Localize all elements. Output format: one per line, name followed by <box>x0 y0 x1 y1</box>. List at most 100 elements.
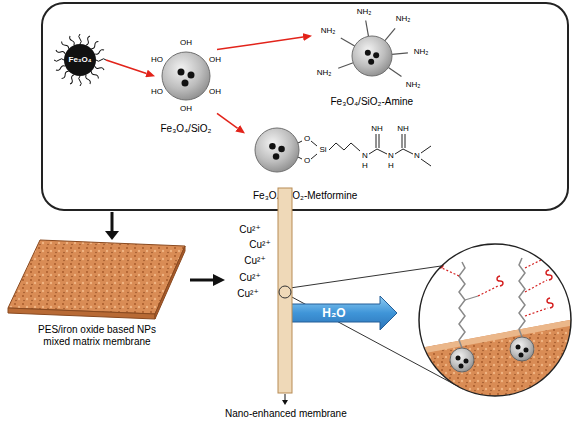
magnetite-particle-shape <box>69 74 75 84</box>
metformin-structure <box>329 143 360 151</box>
zoom-view <box>547 298 553 308</box>
atom-label: NH <box>371 125 383 133</box>
atom-label: N <box>414 152 420 160</box>
hydroxyl-group: OH <box>180 105 192 113</box>
amine-particle: Fe₃O₄/SiO₂-Amine <box>312 4 432 110</box>
amine-chains <box>388 68 401 77</box>
node-label: Nano-enhanced membrane <box>225 408 347 420</box>
amine-group: NH₂ <box>396 15 411 23</box>
magnetite-particle-shape <box>61 70 70 79</box>
amine-particle-shape <box>312 4 432 110</box>
mixed-matrix-membrane-shape <box>8 308 155 319</box>
zoom-view <box>478 286 498 296</box>
ion-label: Cu²⁺ <box>249 240 270 250</box>
silica-coated-particle: Fe₃O₄/SiO₂ <box>155 45 217 136</box>
hydroxyl-group: HO <box>151 88 163 96</box>
mixed-matrix-membrane: PES/iron oxide based NPs mixed matrix me… <box>5 238 190 350</box>
node-label: Fe₃O₄/SiO₂ <box>161 123 212 135</box>
metformin-structure <box>311 141 317 146</box>
metformine-particle-shape <box>255 128 299 172</box>
membrane-cross-section-shape <box>279 286 291 298</box>
metformin-structure <box>395 149 403 154</box>
magnetite-particle-shape <box>90 41 99 50</box>
amine-chains <box>338 63 353 69</box>
metformine-particle: Fe₃O₄/SiO₂-Metformine <box>245 124 445 204</box>
atom-label: Si <box>319 146 326 154</box>
magnetite-particle-shape <box>69 36 75 46</box>
zoom-view <box>510 337 534 361</box>
membrane-cross-section: Nano-enhanced membrane <box>225 188 348 424</box>
ion-label: Cu²⁺ <box>244 256 265 266</box>
magnetite-particle-shape <box>90 70 99 79</box>
zoom-view <box>465 296 478 300</box>
zoom-outline <box>419 244 571 396</box>
hydroxyl-group: OH <box>180 39 192 47</box>
atom-label: N <box>388 152 394 160</box>
amine-group: NH₂ <box>321 27 336 35</box>
metformin-structure <box>421 159 431 166</box>
reaction-arrow <box>217 37 303 49</box>
zoom-view <box>519 258 525 337</box>
process-arrow <box>190 279 213 282</box>
amine-particle-shape <box>352 36 392 76</box>
magnetite-particle-shape <box>79 76 82 86</box>
down-arrow <box>111 212 114 232</box>
metformine-particle-shape <box>269 143 276 150</box>
reaction-arrow <box>217 113 238 128</box>
zoom-view <box>525 280 547 292</box>
zoom-view <box>459 364 464 369</box>
down-arrow <box>105 231 119 240</box>
hydroxyl-group: OH <box>209 56 221 64</box>
magnetite-particle-shape <box>85 36 91 46</box>
metformin-structure <box>298 157 302 159</box>
amine-particle-shape <box>368 59 374 65</box>
metformin-structure <box>376 134 377 148</box>
metformine-particle-shape <box>273 153 280 160</box>
zoom-view <box>456 356 461 361</box>
magnetite-particle-shape <box>56 65 66 71</box>
metformin-structure <box>377 149 387 154</box>
zoom-view <box>450 348 474 372</box>
zoom-view <box>516 345 521 350</box>
atom-label: O <box>304 157 310 165</box>
metformin-structure <box>402 134 403 148</box>
zoom-view <box>464 359 469 364</box>
metformine-particle-shape <box>278 146 285 153</box>
amine-chains <box>385 28 395 40</box>
zoom-view <box>544 248 550 258</box>
atom-label: H <box>388 162 394 170</box>
water-flow-arrow <box>288 296 397 330</box>
reaction-arrow <box>106 60 147 74</box>
membrane-cross-section-shape <box>225 188 348 424</box>
zoom-view <box>410 318 577 420</box>
top-panel <box>42 3 568 210</box>
amine-particle-shape <box>373 52 379 58</box>
zoom-view <box>410 318 577 356</box>
metformin-structure <box>403 149 413 154</box>
zoom-view <box>519 353 524 358</box>
zoom-view <box>410 244 577 420</box>
atom-label: O <box>304 135 310 143</box>
silica-coated-particle-shape <box>182 80 189 87</box>
node-label: Fe₃O₄ <box>69 55 92 65</box>
zoom-view <box>442 258 548 316</box>
zoom-view <box>459 262 465 348</box>
zoom-view <box>437 248 553 308</box>
magnetite-particle-shape <box>79 34 82 44</box>
magnetite-particle-shape <box>94 65 104 71</box>
zoom-view <box>497 276 503 286</box>
zoom-view <box>546 270 552 280</box>
zoom-view <box>525 308 548 316</box>
atom-label: NH <box>397 125 409 133</box>
node-label: Fe₃O₄/SiO₂-Amine <box>331 96 414 108</box>
magnetite-particle: Fe₃O₄ <box>54 34 106 86</box>
hydroxyl-group: OH <box>209 88 221 96</box>
metformin-structure <box>369 149 377 154</box>
magnetite-particle-shape <box>64 44 96 76</box>
metformin-structure <box>379 134 380 148</box>
atom-label: H <box>362 162 368 170</box>
amine-group: NH₂ <box>414 48 429 56</box>
node-label: Fe₃O₄/SiO₂-Metformine <box>253 190 357 202</box>
ion-label: Cu²⁺ <box>239 225 260 235</box>
membrane-cross-section-shape <box>282 400 288 405</box>
